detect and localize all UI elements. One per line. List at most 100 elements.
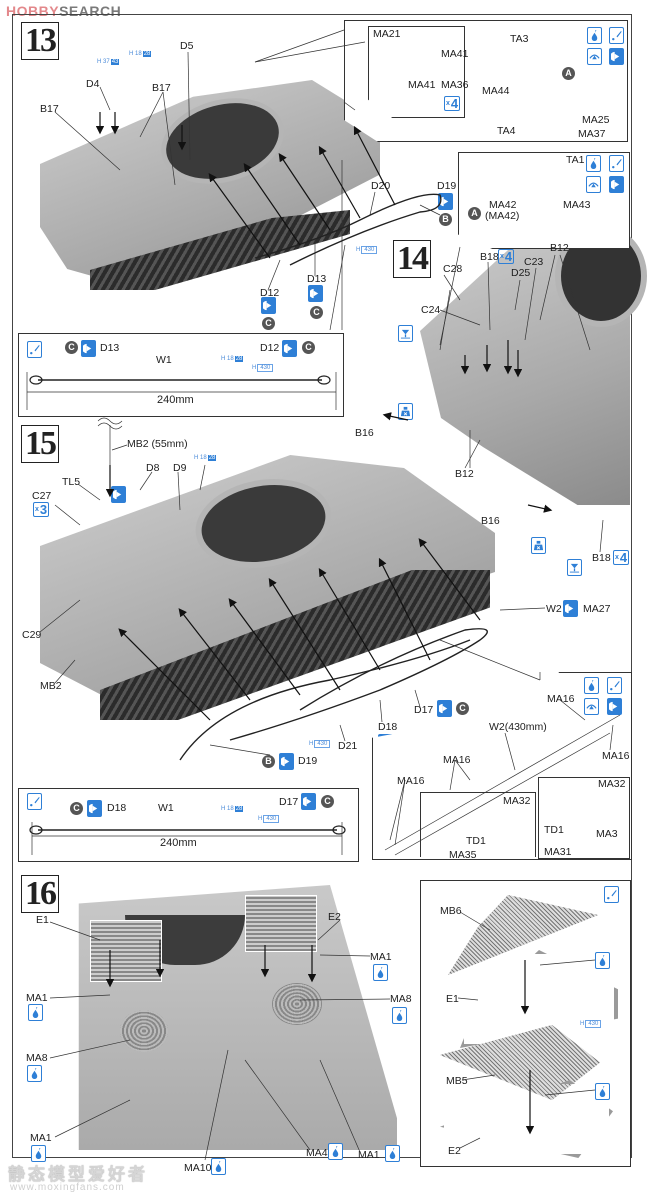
- label-mb2: MB2: [40, 680, 62, 692]
- super-glue-icon: [595, 952, 610, 969]
- color-tag-code: H 18: [221, 356, 234, 362]
- turn-over-icon: [438, 193, 453, 210]
- logo-search-text: SEARCH: [59, 3, 122, 19]
- label-ma8: MA8: [390, 993, 412, 1005]
- label-e2: E2: [448, 1145, 461, 1157]
- label-b12: B12: [550, 242, 569, 254]
- step-14-sub-assembly-inset: [458, 152, 630, 249]
- turn-over-icon: [609, 176, 624, 193]
- super-glue-icon: [595, 1083, 610, 1100]
- label-td1: TD1: [466, 835, 486, 847]
- label-b12: B12: [455, 468, 474, 480]
- badge-c: C: [456, 702, 469, 715]
- label-ma16: MA16: [397, 775, 425, 787]
- cable-length-dimension: 240mm: [160, 837, 197, 849]
- turn-over-icon: [308, 285, 323, 302]
- multiplier-count: 4: [504, 249, 513, 264]
- label-ma1: MA1: [370, 951, 392, 963]
- super-glue-icon: [27, 1065, 42, 1082]
- label-ta1: TA1: [566, 154, 585, 166]
- label-d19: D19: [298, 755, 318, 767]
- color-tag-number: 430: [585, 1020, 602, 1028]
- step-14-number: 14: [393, 240, 431, 278]
- badge-a: A: [562, 67, 575, 80]
- fill-icon: [398, 403, 413, 420]
- cement-icon: [27, 793, 42, 810]
- color-tag-code: H: [309, 741, 314, 747]
- step-16-grille-right: [245, 895, 317, 952]
- turn-over-icon: [437, 700, 452, 717]
- label-d21: D21: [338, 740, 358, 752]
- color-tag-number: 28: [234, 356, 244, 362]
- label-d9: D9: [173, 462, 187, 474]
- super-glue-icon: [584, 677, 599, 694]
- badge-c: C: [302, 341, 315, 354]
- cut-icon: [567, 559, 582, 576]
- color-tag-number: 430: [263, 815, 280, 823]
- label-b18: B18: [592, 552, 611, 564]
- label-d19: D19: [437, 180, 457, 192]
- super-glue-icon: [373, 964, 388, 981]
- label-w2-length: W2(430mm): [489, 721, 547, 733]
- color-tag-code: H: [580, 1021, 585, 1027]
- label-b18: B18: [480, 251, 499, 263]
- bend-icon: [584, 698, 599, 715]
- label-ma43: MA43: [563, 199, 591, 211]
- label-ma10: MA10: [184, 1162, 212, 1174]
- label-d18: D18: [378, 721, 398, 733]
- label-ma41: MA41: [441, 48, 469, 60]
- label-ma21: MA21: [373, 28, 401, 40]
- ma21-detail-box: [368, 26, 465, 118]
- cut-icon: [398, 325, 413, 342]
- step-16-fan-left: [120, 1010, 168, 1052]
- label-w2: W2: [546, 603, 562, 615]
- label-mb5: MB5: [446, 1075, 468, 1087]
- page-frame: [12, 14, 632, 1158]
- step-13-number: 13: [21, 22, 59, 60]
- color-tag-number: 430: [314, 740, 331, 748]
- label-mb6: MB6: [440, 905, 462, 917]
- color-tag-number: 43: [110, 59, 120, 65]
- label-ta4: TA4: [497, 125, 516, 137]
- label-ma27: MA27: [583, 603, 611, 615]
- step-16-fan-right: [272, 983, 322, 1025]
- label-b16: B16: [481, 515, 500, 527]
- label-ma1: MA1: [30, 1132, 52, 1144]
- color-tag-number: 430: [257, 364, 274, 372]
- color-tag-code: H 18: [221, 806, 234, 812]
- badge-a: A: [468, 207, 481, 220]
- cement-icon: [604, 886, 619, 903]
- label-b17: B17: [152, 82, 171, 94]
- multiplier-count: 4: [619, 550, 628, 565]
- watermark-url: www.moxingfans.com: [10, 1182, 125, 1193]
- color-tag-number: 28: [142, 51, 152, 57]
- label-ma36: MA36: [441, 79, 469, 91]
- label-ma41: MA41: [408, 79, 436, 91]
- label-b17: B17: [40, 103, 59, 115]
- cement-icon: [607, 677, 622, 694]
- label-d20: D20: [371, 180, 391, 192]
- label-ma1: MA1: [358, 1149, 380, 1161]
- label-d13: D13: [100, 342, 120, 354]
- label-mb2-length: MB2 (55mm): [127, 438, 188, 450]
- color-tag-code: H 37: [97, 59, 110, 65]
- multiplier-count: 4: [450, 96, 459, 111]
- badge-b: B: [439, 213, 452, 226]
- label-ma32: MA32: [598, 778, 626, 790]
- label-tl5: TL5: [62, 476, 81, 488]
- step-15-number: 15: [21, 425, 59, 463]
- color-tag-number: 430: [361, 246, 378, 254]
- label-c28: C28: [443, 263, 463, 275]
- label-d5: D5: [180, 40, 194, 52]
- label-e1: E1: [36, 914, 49, 926]
- super-glue-icon: [328, 1143, 343, 1160]
